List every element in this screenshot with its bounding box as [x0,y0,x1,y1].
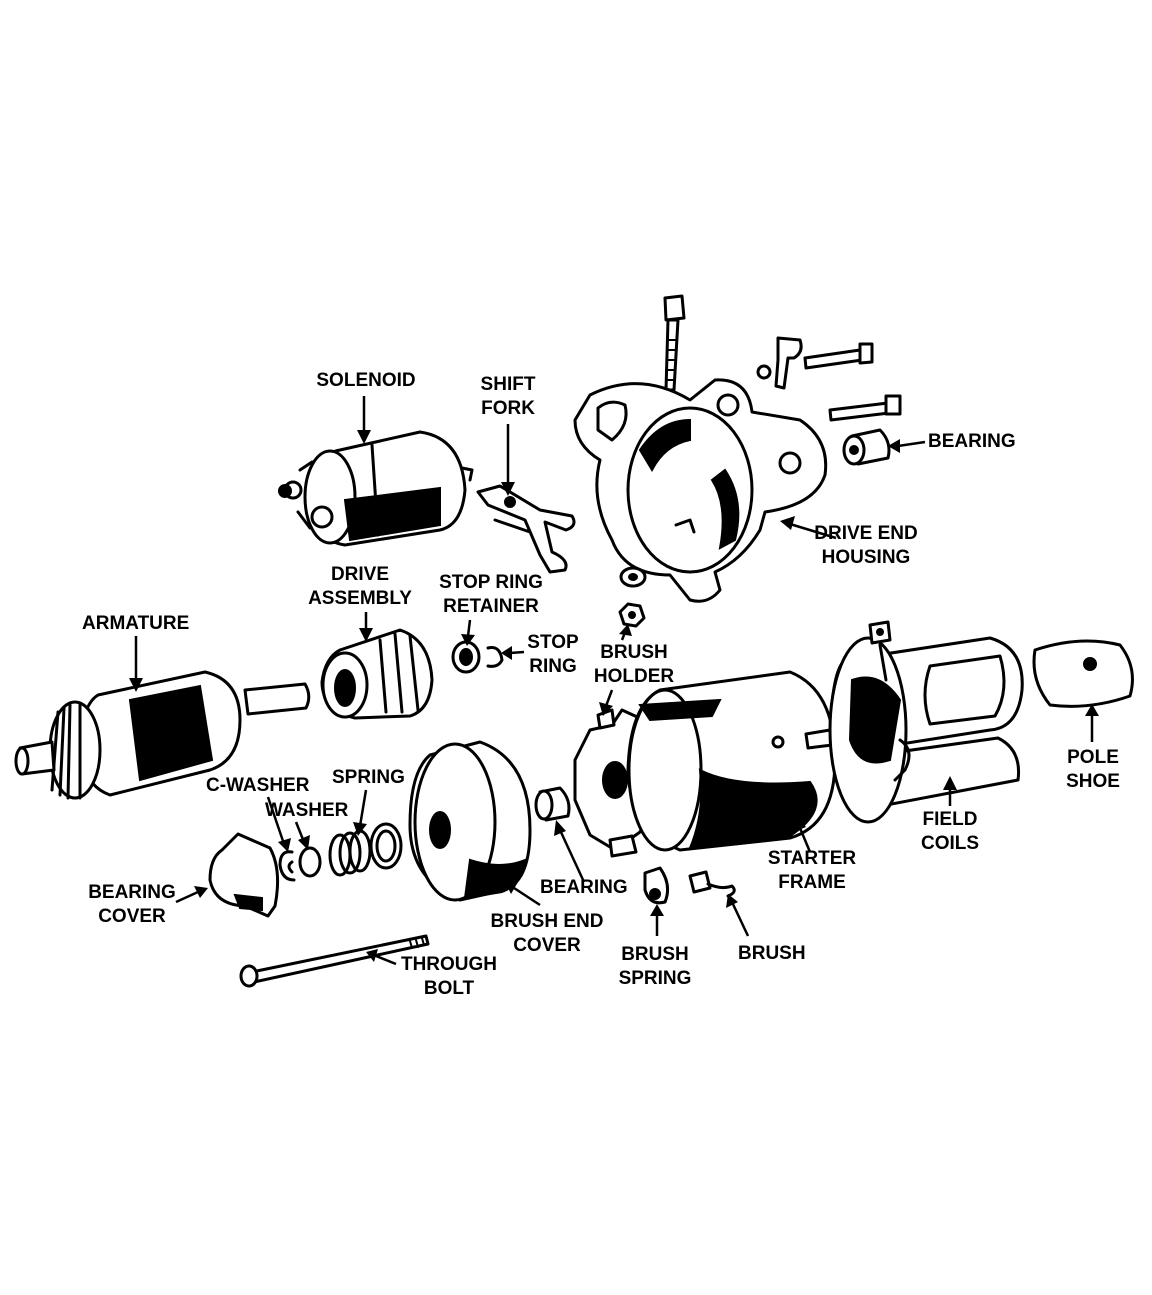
housing-bolt-part [663,294,686,392]
shift-fork-part [476,484,576,574]
label-c-washer: C-WASHER [206,775,310,796]
brush-part [688,870,736,898]
stop-ring-parts [451,640,504,674]
label-washer: WASHER [265,800,349,821]
bearing-top-part [842,428,891,466]
pole-shoe-part [1032,639,1134,708]
brush-end-cover-part [408,740,532,902]
label-bearing-top: BEARING [928,431,1016,452]
label-spring: SPRING [332,767,405,788]
field-coils-part [828,620,1024,824]
bearing-cover-part [208,832,280,918]
drive-end-housing-part [573,378,828,603]
armature-part [14,670,311,800]
washer-parts [278,846,322,882]
brush-spring-part [643,866,670,905]
label-brush: BRUSH [738,943,806,964]
label-bearing-mid: BEARING [540,877,628,898]
starter-frame-part [626,670,837,852]
spring-part [328,822,403,877]
mounting-bracket-part [756,336,902,422]
label-armature: ARMATURE [82,613,190,634]
bearing-mid-part [534,786,571,822]
through-bolt-part [239,934,430,988]
label-solenoid: SOLENOID [316,370,416,391]
nut-washer-part [618,566,647,628]
drive-assembly-part [320,628,434,720]
solenoid-part [278,430,474,547]
leader-arrows [129,396,1099,966]
